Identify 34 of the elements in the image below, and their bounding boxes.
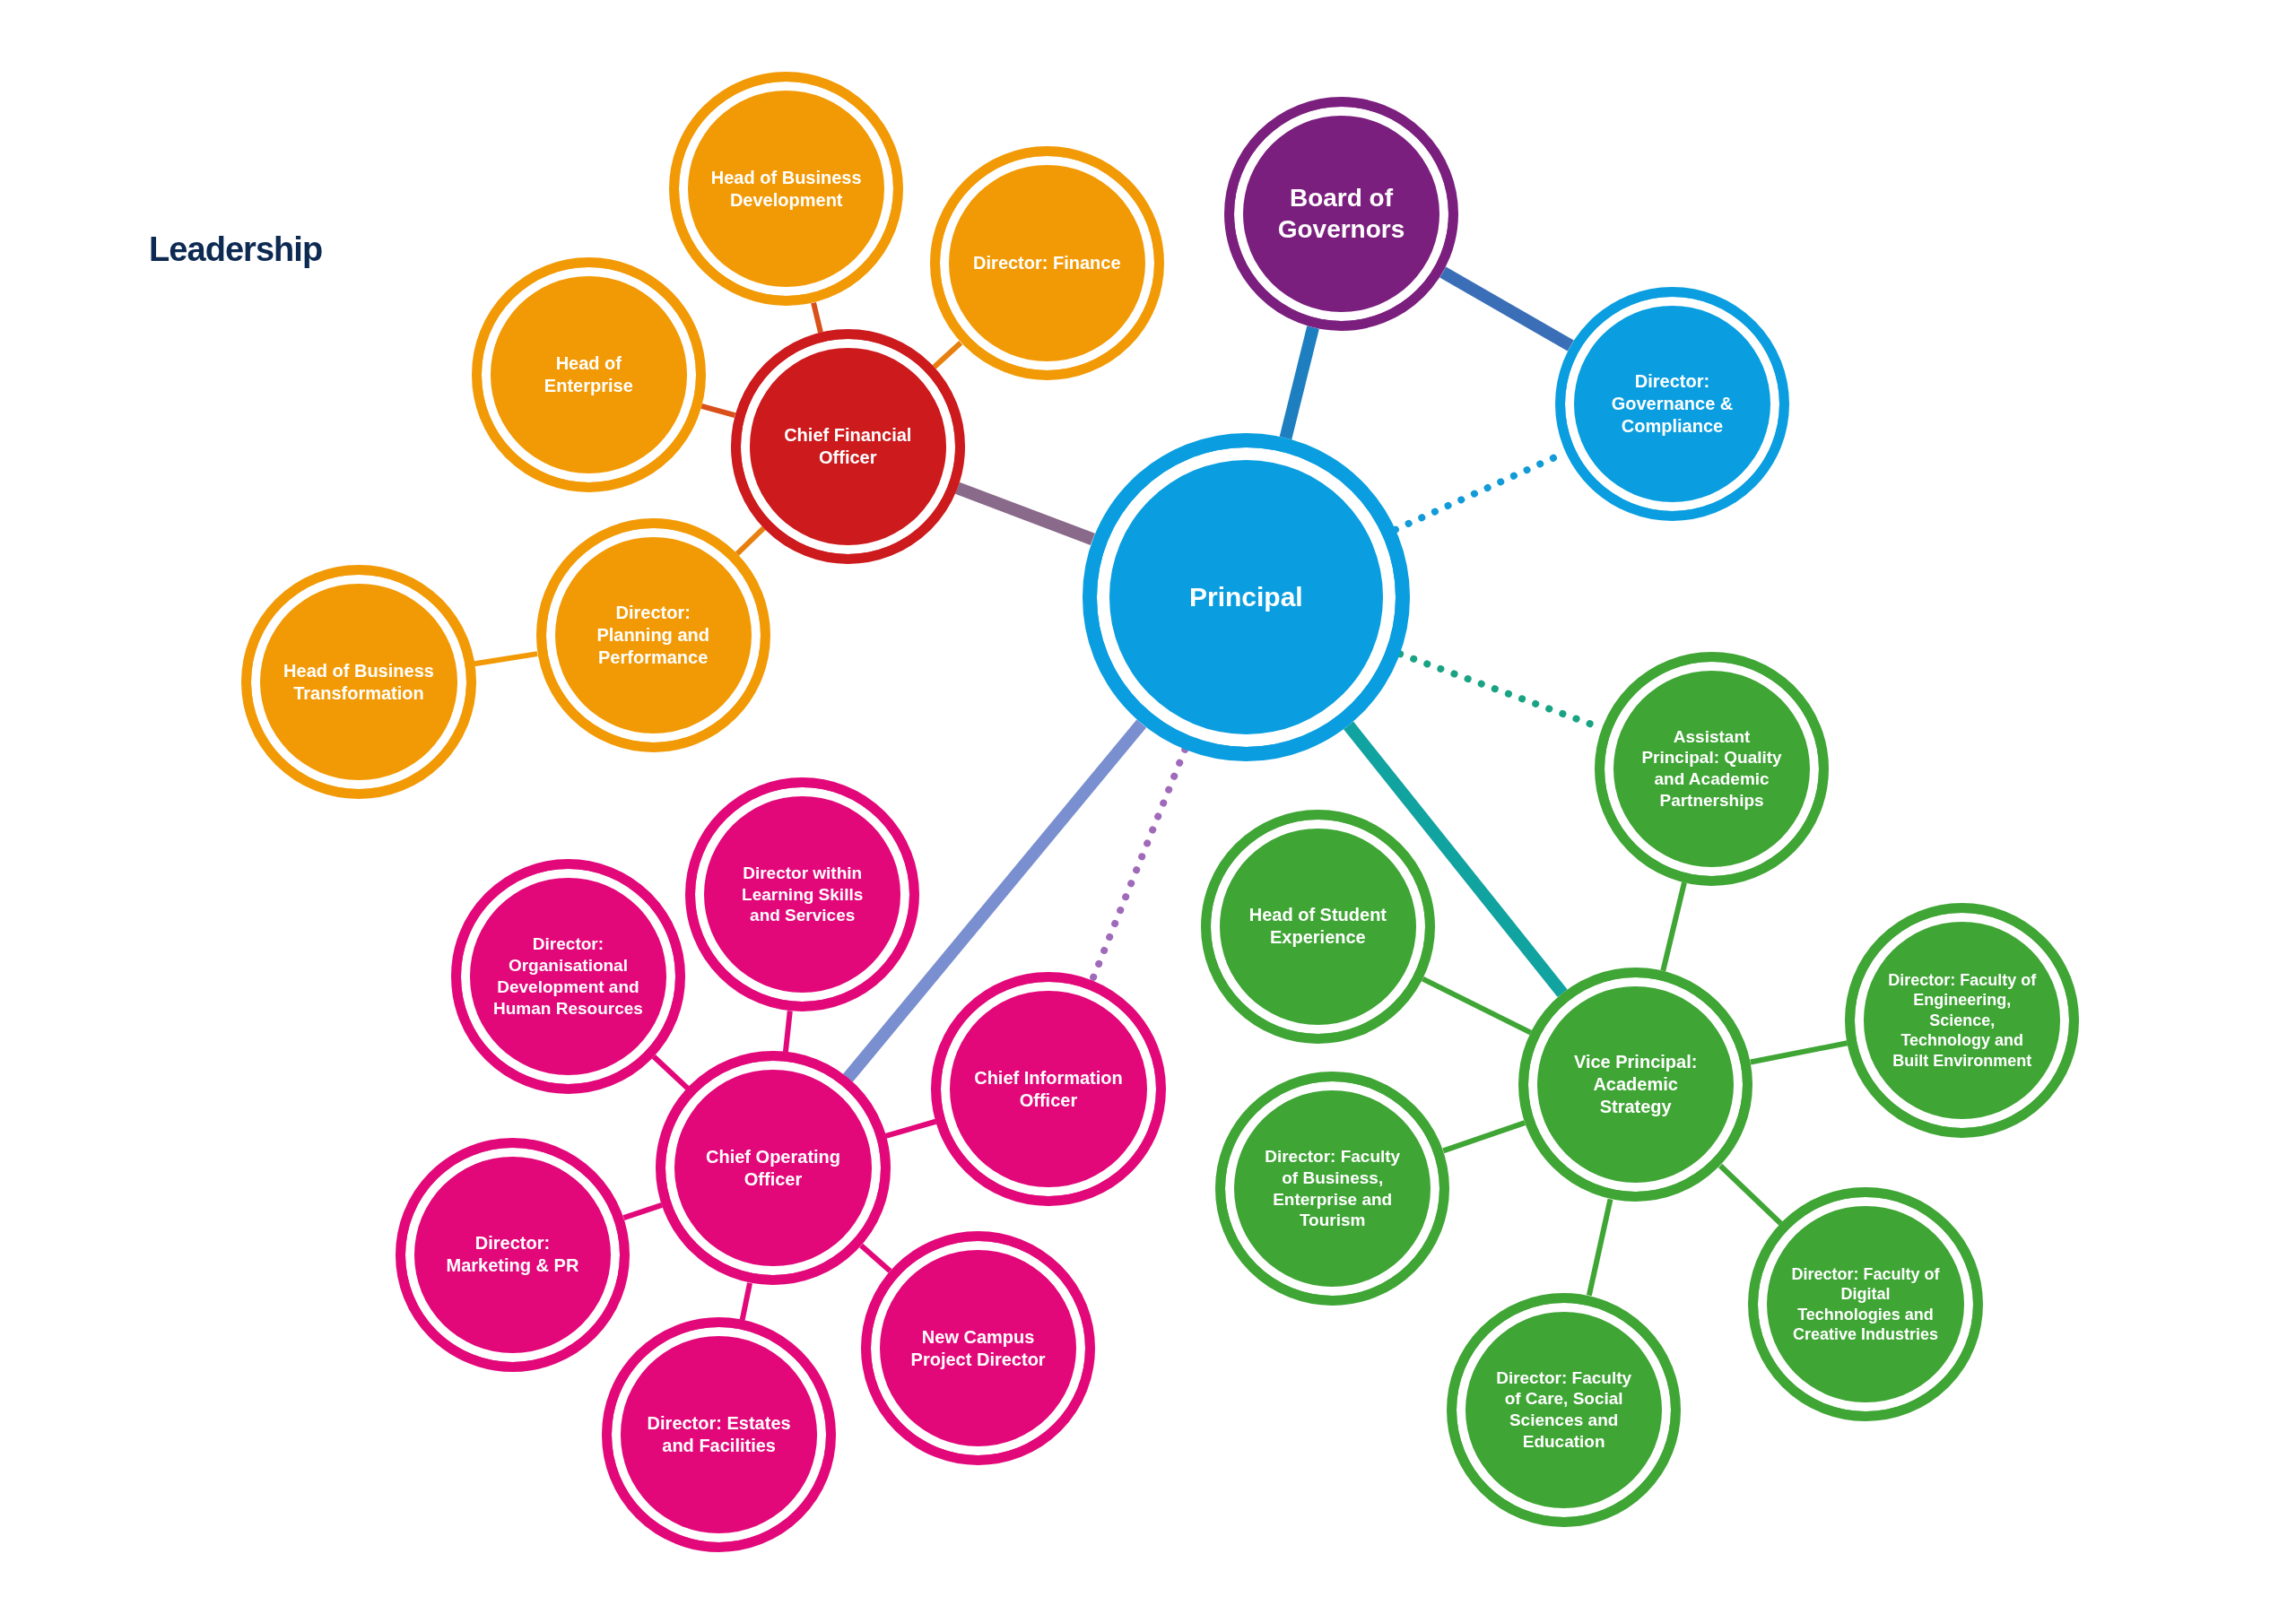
node-label: Head of Student Experience [1248,904,1388,950]
connector-line [1344,721,1568,998]
node-label: Vice Principal: Academic Strategy [1572,1051,1699,1119]
node-label: Director: Finance [973,252,1121,275]
node-label: Chief Operating Officer [705,1145,842,1191]
connector-line [932,341,963,369]
connector-line [1422,976,1533,1036]
node-label: Principal [1189,581,1303,614]
node-label: Director: Estates and Facilities [646,1412,792,1457]
node-label: Director: Faculty of Business, Enterprise and Tourism [1264,1146,1402,1232]
connector-line [1439,266,1574,352]
node-label: Director: Faculty of Engineering, Science, Technology and Built Environment [1887,969,2038,1072]
connector-line [842,719,1147,1082]
node-label: Assistant Principal: Quality and Academic Partnerships [1640,725,1783,812]
connector-line [859,1243,892,1273]
node-label: Chief Financial Officer [783,423,913,469]
title: Leadership [149,230,323,270]
connector-line [782,1011,793,1053]
connector-line [735,525,766,556]
node-label: Director: Organisational Development and Human Resources [492,933,644,1020]
node-label: Board of Governors [1276,183,1406,246]
node-label: Chief Information Officer [973,1066,1124,1112]
node-label: Director within Learning Skills and Services [741,862,865,927]
node-label: Head of Enterprise [543,352,634,397]
connector-line [1718,1163,1783,1226]
node-label: Director: Faculty of Digital Technologies and Creative Industries [1790,1263,1941,1345]
node-label: Director: Planning and Performance [596,602,710,670]
node-label: Head of Business Development [709,166,863,212]
connector-line [651,1055,690,1090]
node-label: New Campus Project Director [909,1325,1047,1371]
node-label: Director: Marketing & PR [445,1232,580,1278]
node-label: Director: Governance & Compliance [1610,370,1735,438]
node-label: Head of Business Transformation [283,659,435,705]
node-label: Director: Faculty of Care, Social Sciences and Education [1495,1367,1633,1453]
